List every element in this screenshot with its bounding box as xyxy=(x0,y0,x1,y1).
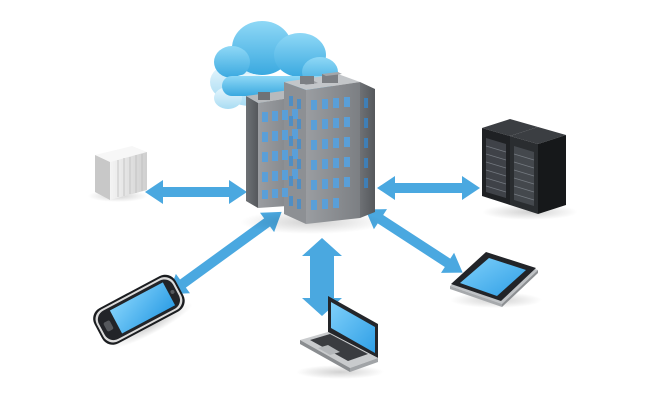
arrow-building-to-desktop-server xyxy=(145,180,247,204)
tablet-icon xyxy=(450,252,542,308)
arrow-building-to-laptop xyxy=(302,238,342,316)
office-building-icon xyxy=(240,72,384,234)
arrow-building-to-server-rack xyxy=(377,176,480,200)
server-tower-icon xyxy=(88,146,148,202)
laptop-icon xyxy=(296,296,384,379)
arrow-building-to-tablet xyxy=(365,209,463,273)
arrow-building-to-smartphone xyxy=(168,211,282,295)
server-rack-icon xyxy=(482,119,578,220)
connection-arrows xyxy=(145,176,480,316)
smartphone-icon xyxy=(93,274,193,349)
